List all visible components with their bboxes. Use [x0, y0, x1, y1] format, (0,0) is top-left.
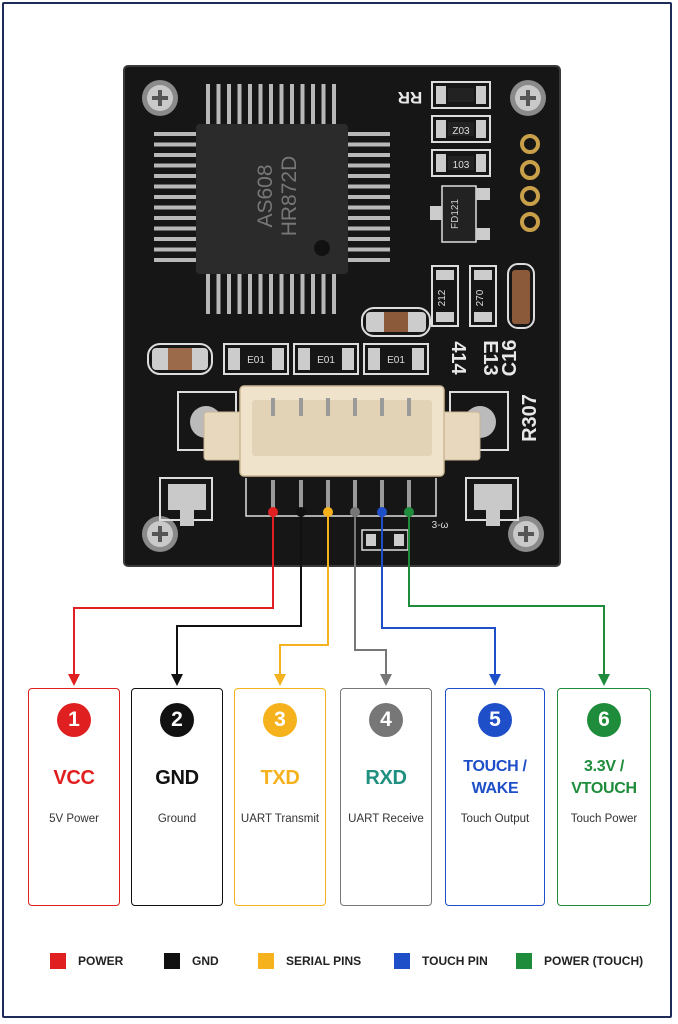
legend-label: TOUCH PIN [422, 954, 488, 968]
legend-item: SERIAL PINS [258, 952, 361, 970]
jst-connector [203, 385, 481, 510]
pin-name: RXD [365, 767, 407, 789]
legend-label: POWER [78, 954, 124, 968]
pin-number-badge: 2 [160, 703, 194, 737]
board-diagram: AS608 HR872D RR Z03 103 FD121 212 270 E0… [68, 65, 610, 686]
wire-arrow-2 [171, 674, 183, 686]
pin-dot-1 [268, 507, 278, 517]
pin-name: TXD [260, 767, 300, 789]
pin-description: 5V Power [49, 813, 99, 825]
mount-screw-bottom-left [142, 516, 178, 552]
pin-dot-2 [296, 507, 306, 517]
silk-e01-a: E01 [247, 355, 265, 366]
silk-z03: Z03 [452, 126, 470, 137]
wire-pin-3 [279, 516, 329, 676]
silk-414: 414 [447, 341, 469, 375]
pin-dot-5 [377, 507, 387, 517]
header-pads [520, 134, 540, 232]
pin-number-badge: 5 [478, 703, 512, 737]
legend-item: POWER [50, 952, 123, 970]
wire-pin-6 [408, 516, 605, 676]
legend-label: SERIAL PINS [286, 954, 362, 968]
legend-item: POWER (TOUCH) [516, 952, 643, 970]
legend-swatch [50, 953, 66, 969]
mount-screw-top-left [142, 80, 178, 116]
pin-number-badge: 4 [369, 703, 403, 737]
chip-pins [154, 84, 390, 314]
pin-card-6: 6 3.3V / VTOUCH Touch Power [557, 688, 651, 906]
pin-name: 3.3V / VTOUCH [571, 758, 637, 797]
silk-3w: 3-ω [432, 520, 449, 531]
legend-label: GND [192, 954, 219, 968]
legend-swatch [258, 953, 274, 969]
legend-item: TOUCH PIN [394, 952, 488, 970]
pin-description: Touch Power [570, 813, 638, 825]
pin-description: UART Transmit [240, 813, 320, 825]
silk-270: 270 [475, 289, 486, 306]
silk-e13: E13 [479, 340, 501, 376]
silk-e01-b: E01 [317, 355, 335, 366]
chip-label-1: AS608 [254, 164, 277, 227]
wire-pin-1 [73, 516, 274, 676]
legend-item: GND [164, 952, 219, 970]
wire-arrow-5 [489, 674, 501, 686]
legend-swatch [164, 953, 180, 969]
silk-r307: R307 [519, 394, 541, 442]
pin-dot-6 [404, 507, 414, 517]
silk-fd121: FD121 [450, 199, 461, 229]
silk-rr: RR [398, 88, 423, 107]
legend-swatch [394, 953, 410, 969]
silk-103: 103 [453, 160, 470, 171]
pin-description: UART Receive [348, 813, 424, 825]
chip-label-2: HR872D [278, 156, 301, 237]
pin-wires [68, 507, 610, 686]
pin-dot-4 [350, 507, 360, 517]
pin-number-badge: 6 [587, 703, 621, 737]
mcu-chip [196, 124, 348, 274]
wire-pin-4 [354, 516, 387, 676]
wire-arrow-1 [68, 674, 80, 686]
pin-description: Touch Output [460, 813, 530, 825]
wire-pin-5 [381, 516, 496, 676]
mount-screw-bottom-right [508, 516, 544, 552]
silk-e01-c: E01 [387, 355, 405, 366]
pin-number-badge: 1 [57, 703, 91, 737]
pin-number-badge: 3 [263, 703, 297, 737]
legend-label: POWER (TOUCH) [544, 954, 644, 968]
silk-212: 212 [437, 289, 448, 306]
pin-name: GND [155, 767, 199, 789]
mount-screw-top-right [510, 80, 546, 116]
pin-dot-3 [323, 507, 333, 517]
wire-arrow-3 [274, 674, 286, 686]
silk-c16: C16 [499, 340, 521, 377]
wire-arrow-4 [380, 674, 392, 686]
wire-pin-2 [176, 516, 302, 676]
pin-name: VCC [53, 767, 95, 789]
pin-name: TOUCH / WAKE [463, 758, 527, 797]
legend-swatch [516, 953, 532, 969]
wire-arrow-6 [598, 674, 610, 686]
legend: POWER GND SERIAL PINS TOUCH PIN POWER (TOUCH… [0, 952, 678, 970]
pin-description: Ground [157, 813, 197, 825]
